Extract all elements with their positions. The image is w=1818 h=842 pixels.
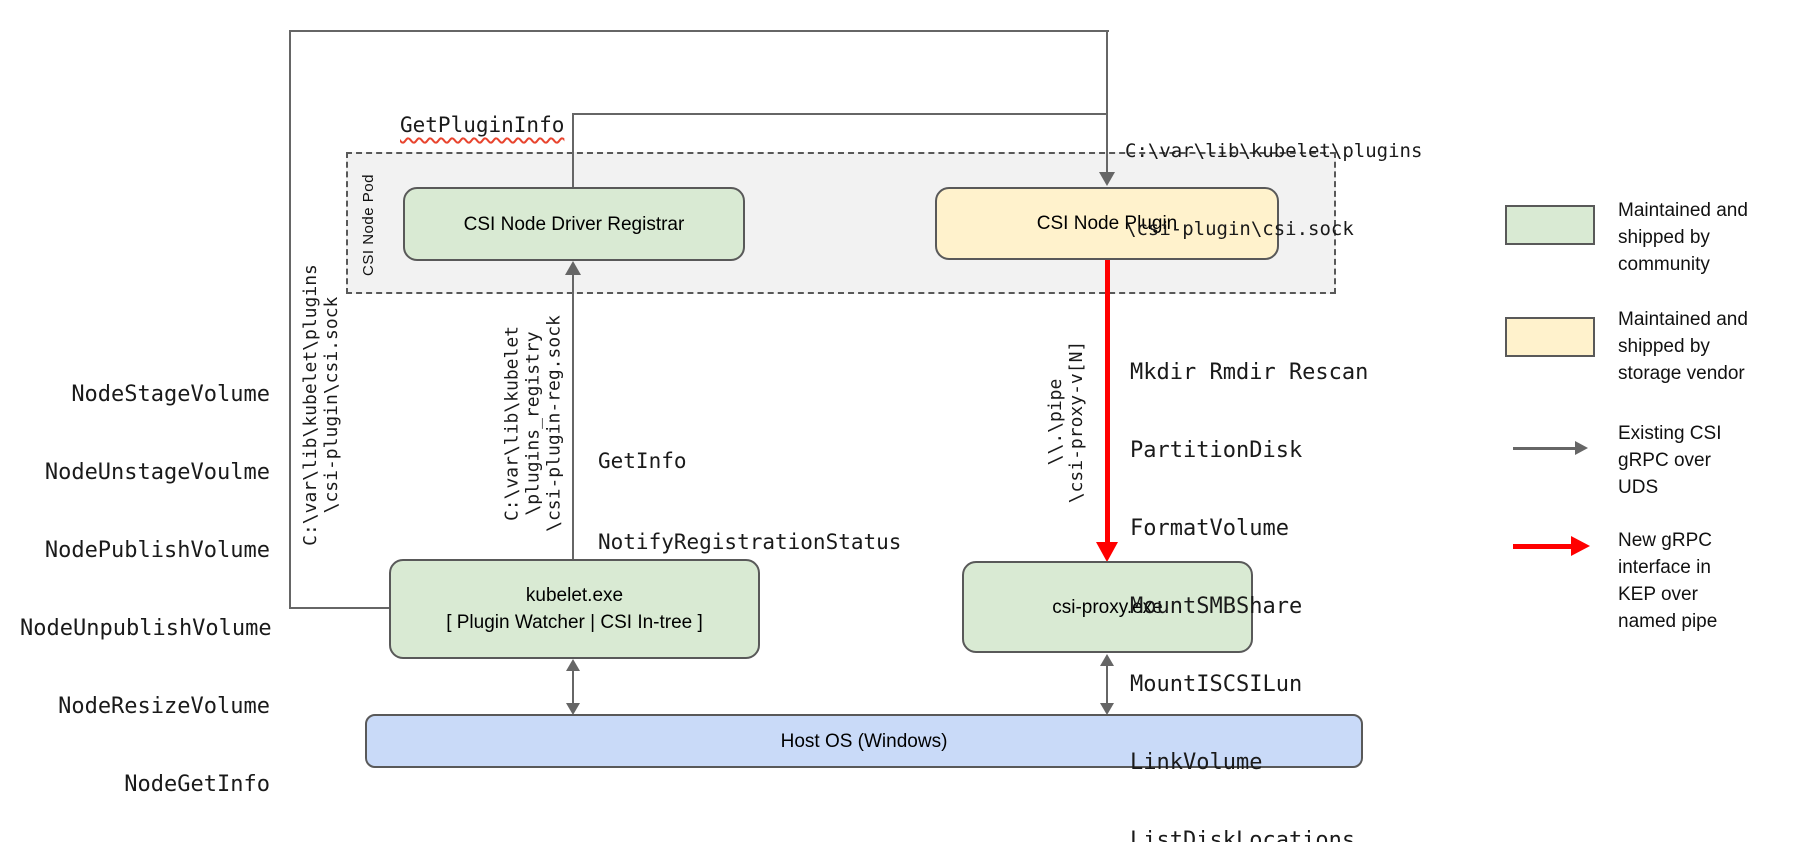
- legend-line: storage vendor: [1618, 363, 1745, 384]
- legend-uds-text: Existing CSI gRPC over UDS: [1618, 420, 1721, 501]
- list-item: LinkVolume: [1130, 750, 1263, 775]
- host-os-box: Host OS (Windows): [365, 714, 1363, 768]
- reg-sock-line3: \csi-plugin-reg.sock: [543, 315, 565, 532]
- arrowhead-up-icon: [565, 261, 581, 275]
- csi-sock-vertical-line1: C:\var\lib\kubelet\plugins: [300, 264, 321, 546]
- csi-sock-path-line1: C:\var\lib\kubelet\plugins: [1125, 140, 1423, 162]
- registrar-box: CSI Node Driver Registrar: [403, 187, 745, 261]
- csi-node-plugin-label: CSI Node Plugin: [1036, 213, 1178, 234]
- reg-sock-path-vertical-label: C:\var\lib\kubelet \plugins_registry \cs…: [502, 312, 565, 536]
- legend-swatch-vendor: [1505, 317, 1595, 357]
- kubelet-host-edge: [572, 670, 574, 704]
- kubelet-plugin-edge-top-segment: [289, 30, 1109, 32]
- legend-gray-arrow: [1513, 447, 1575, 450]
- arrowhead-up-icon: [1100, 654, 1114, 666]
- legend-community-text: Maintained and shipped by community: [1618, 197, 1748, 278]
- reg-sock-line1: C:\var\lib\kubelet: [501, 325, 523, 522]
- list-item: NodeGetInfo: [124, 772, 270, 797]
- list-item: NodePublishVolume: [44, 538, 270, 563]
- registrar-plugin-edge-up-segment: [572, 113, 574, 188]
- csi-sock-path-line2: \csi-plugin\csi.sock: [1125, 218, 1354, 240]
- legend-line: UDS: [1618, 477, 1659, 498]
- named-pipe-vertical-label: \\.\pipe \csi-proxy-v[N]: [1045, 337, 1087, 507]
- reg-sock-line2: \plugins_registry: [522, 331, 544, 516]
- registrar-label: CSI Node Driver Registrar: [463, 213, 685, 235]
- legend-line: shipped by: [1618, 336, 1710, 357]
- list-item: MountSMBShare: [1130, 594, 1303, 619]
- csi-proxy-label: csi-proxy.exe: [1052, 596, 1163, 618]
- kubelet-subtitle: [ Plugin Watcher | CSI In-tree ]: [446, 612, 703, 633]
- csi-node-pod-label: CSI Node Pod: [360, 174, 377, 276]
- legend-pipe-text: New gRPC interface in KEP over named pip…: [1618, 527, 1717, 635]
- proxy-host-edge: [1106, 665, 1108, 704]
- kubelet-registrar-edge: [572, 272, 574, 560]
- red-arrowhead-right-icon: [1571, 536, 1590, 556]
- csi-proxy-calls-list: Mkdir Rmdir Rescan PartitionDisk FormatV…: [1130, 308, 1368, 842]
- list-item: ListDiskLocations: [1130, 828, 1356, 842]
- arrowhead-down-icon: [1099, 172, 1115, 186]
- kubelet-plugin-edge-left-segment: [289, 30, 291, 609]
- list-item: Mkdir Rmdir Rescan: [1130, 360, 1369, 385]
- named-pipe-line1: \\.\pipe: [1045, 378, 1066, 466]
- csi-sock-vertical-line2: \csi-plugin\csi.sock: [321, 296, 342, 514]
- legend-vendor-text: Maintained and shipped by storage vendor: [1618, 306, 1748, 387]
- host-os-label: Host OS (Windows): [780, 730, 948, 752]
- kubelet-title: kubelet.exe: [525, 585, 624, 606]
- gray-arrowhead-right-icon: [1575, 441, 1588, 455]
- list-item: NodeUnstageVoulme: [44, 460, 270, 485]
- csi-sock-path-label: C:\var\lib\kubelet\plugins \csi-plugin\c…: [1125, 86, 1422, 294]
- csi-node-plugin-box: CSI Node Plugin: [935, 187, 1279, 260]
- kubelet-plugin-edge-bottom-segment: [289, 607, 390, 609]
- legend-line: Existing CSI: [1618, 423, 1722, 444]
- legend-swatch-community: [1505, 205, 1595, 245]
- registration-call-line2: NotifyRegistrationStatus: [598, 530, 902, 554]
- list-item: PartitionDisk: [1130, 438, 1303, 463]
- kubelet-csi-calls-list: NodeStageVolume NodeUnstageVoulme NodePu…: [20, 330, 272, 842]
- legend-line: Maintained and: [1618, 200, 1748, 221]
- list-item: MountISCSILun: [1130, 672, 1303, 697]
- named-pipe-line2: \csi-proxy-v[N]: [1066, 340, 1087, 504]
- legend-line: gRPC over: [1618, 450, 1711, 471]
- registration-calls-label: GetInfo NotifyRegistrationStatus: [598, 394, 901, 610]
- legend-line: Maintained and: [1618, 309, 1748, 330]
- registrar-plugin-edge-horizontal-segment: [572, 113, 1108, 115]
- get-plugin-info-label: GetPluginInfo: [400, 113, 565, 137]
- list-item: FormatVolume: [1130, 516, 1289, 541]
- legend-line: interface in: [1618, 557, 1711, 578]
- red-arrowhead-down-icon: [1096, 542, 1118, 562]
- legend-line: KEP over: [1618, 584, 1698, 605]
- arrowhead-up-icon: [566, 659, 580, 671]
- list-item: NodeUnpublishVolume: [20, 616, 272, 641]
- legend-line: named pipe: [1618, 611, 1718, 632]
- list-item: NodeStageVolume: [71, 382, 270, 407]
- legend-line: community: [1618, 254, 1710, 275]
- legend-red-arrow: [1513, 544, 1571, 549]
- arrowhead-down-icon: [1100, 703, 1114, 715]
- registration-call-line1: GetInfo: [598, 449, 687, 473]
- csi-sock-path-vertical-label: C:\var\lib\kubelet\plugins \csi-plugin\c…: [300, 260, 342, 550]
- plugin-proxy-red-edge: [1105, 260, 1110, 545]
- legend-line: shipped by: [1618, 227, 1710, 248]
- kubelet-box: kubelet.exe [ Plugin Watcher | CSI In-tr…: [389, 559, 760, 659]
- kubelet-plugin-edge-down-segment: [1106, 30, 1108, 176]
- arrowhead-down-icon: [566, 703, 580, 715]
- csi-proxy-box: csi-proxy.exe: [962, 561, 1253, 653]
- list-item: NodeResizeVolume: [58, 694, 270, 719]
- legend-line: New gRPC: [1618, 530, 1712, 551]
